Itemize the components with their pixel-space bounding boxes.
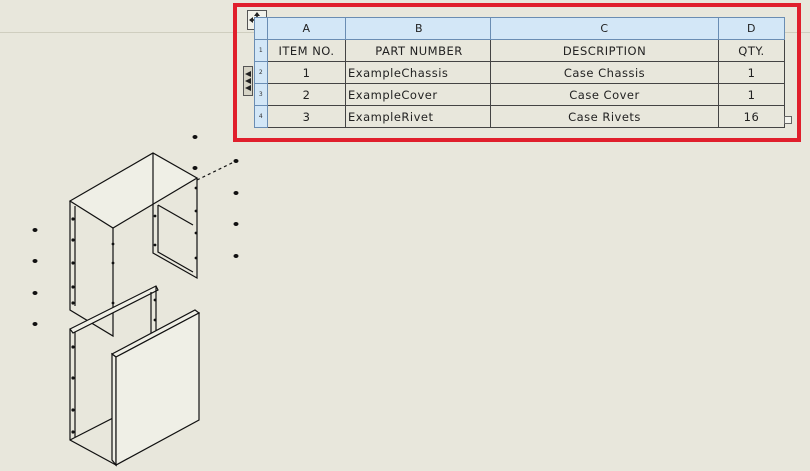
- header-description[interactable]: DESCRIPTION: [490, 39, 719, 62]
- column-header-d[interactable]: D: [718, 17, 785, 40]
- header-qty[interactable]: QTY.: [718, 39, 785, 62]
- column-header-a[interactable]: A: [267, 17, 346, 40]
- cover-left-wall: [69, 329, 117, 467]
- cell-item-no[interactable]: 3: [267, 105, 346, 128]
- cell-description[interactable]: Case Chassis: [490, 61, 719, 84]
- rivet-holes: [71, 186, 198, 434]
- cell-part-number[interactable]: ExampleRivet: [345, 105, 491, 128]
- cell-item-no[interactable]: 1: [267, 61, 346, 84]
- cell-part-number[interactable]: ExampleChassis: [345, 61, 491, 84]
- cell-qty[interactable]: 16: [718, 105, 785, 128]
- chassis-right-wall: [152, 153, 198, 280]
- cell-qty[interactable]: 1: [718, 61, 785, 84]
- row-number[interactable]: 1: [254, 39, 268, 62]
- table-row[interactable]: 4 3 ExampleRivet Case Rivets 16: [254, 105, 785, 128]
- explode-line: [196, 160, 237, 181]
- row-number[interactable]: 4: [254, 105, 268, 128]
- header-part-number[interactable]: PART NUMBER: [345, 39, 491, 62]
- column-header-c[interactable]: C: [490, 17, 719, 40]
- cell-description[interactable]: Case Cover: [490, 83, 719, 106]
- row-number[interactable]: 2: [254, 61, 268, 84]
- cell-item-no[interactable]: 2: [267, 83, 346, 106]
- table-row[interactable]: 2 1 ExampleChassis Case Chassis 1: [254, 61, 785, 84]
- cell-part-number[interactable]: ExampleCover: [345, 83, 491, 106]
- exploded-rivets: [32, 135, 239, 326]
- bom-highlight-frame: [233, 3, 801, 142]
- collapse-arrows-icon[interactable]: [243, 66, 253, 96]
- table-header-row[interactable]: 1 ITEM NO. PART NUMBER DESCRIPTION QTY.: [254, 39, 785, 62]
- table-resize-handle[interactable]: [784, 116, 792, 124]
- header-item-no[interactable]: ITEM NO.: [267, 39, 346, 62]
- cell-qty[interactable]: 1: [718, 83, 785, 106]
- cell-description[interactable]: Case Rivets: [490, 105, 719, 128]
- table-row[interactable]: 3 2 ExampleCover Case Cover 1: [254, 83, 785, 106]
- cover-front-panel: [115, 312, 200, 467]
- column-letter-row: A B C D: [254, 17, 785, 40]
- table-corner[interactable]: [254, 17, 268, 40]
- row-number[interactable]: 3: [254, 83, 268, 106]
- bill-of-materials-table[interactable]: A B C D 1 ITEM NO. PART NUMBER DESCRIPTI…: [254, 17, 785, 128]
- column-header-b[interactable]: B: [345, 17, 491, 40]
